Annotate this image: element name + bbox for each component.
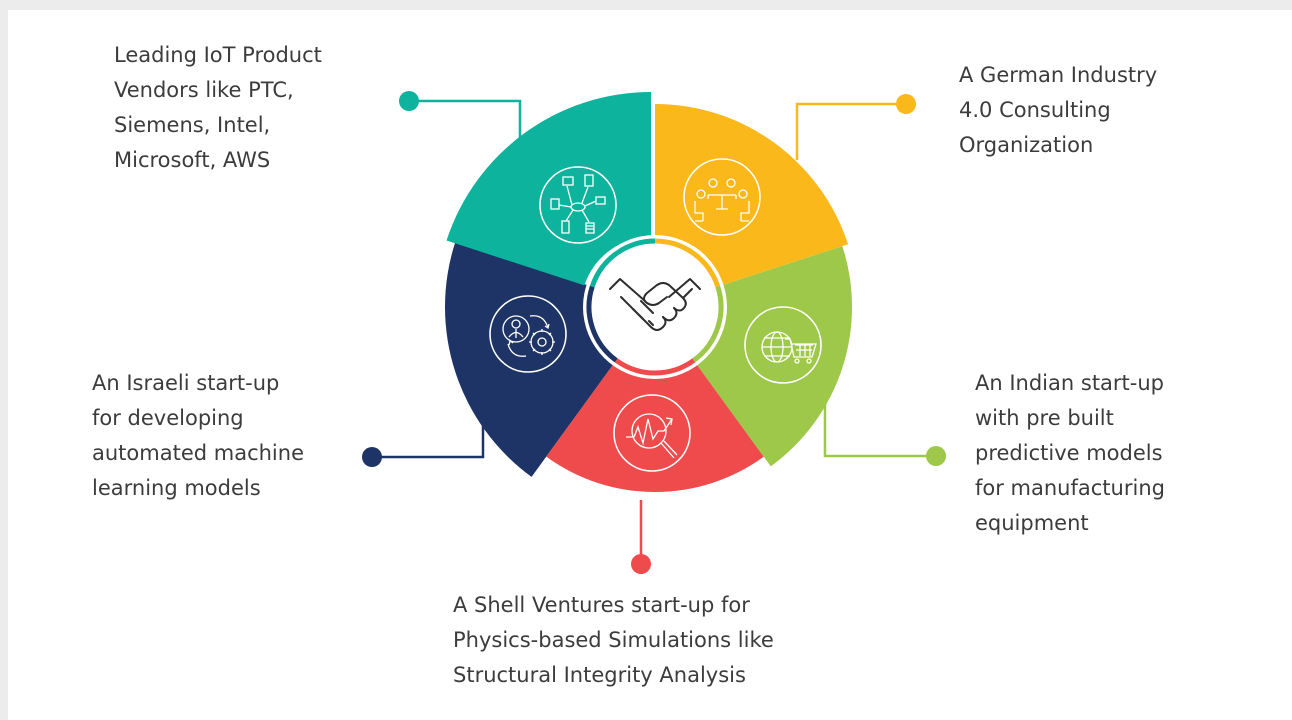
segment-israeli-startup [445,242,614,477]
label-indian-startup: An Indian start-up with pre built predic… [975,371,1165,535]
pie-segments [445,92,852,493]
network-devices-icon [539,166,617,244]
meeting-icon [683,158,761,236]
center-badge [583,235,727,379]
globe-cart-icon [744,306,822,384]
person-gear-cycle-icon [489,295,567,373]
handshake-icon [609,278,701,331]
segment-german-consulting [655,104,849,286]
label-iot-vendors: Leading IoT Product Vendors like PTC, Si… [114,43,322,172]
center-ring-arc-shell-ventures [614,358,696,376]
center-ring [586,238,724,376]
label-israeli-startup: An Israeli start-up for developing autom… [92,371,304,500]
center-ring-arc-iot-vendors [589,238,656,288]
label-german-consulting: A German Industry 4.0 Consulting Organiz… [959,63,1158,157]
connector-shell-ventures [631,500,651,574]
center-ring-arc-israeli-startup [586,285,618,363]
segment-shell-ventures [546,363,764,493]
connector-german-consulting [795,94,916,160]
segment-icons [489,158,822,472]
center-ring-arc-indian-startup [692,285,724,363]
connector-israeli-startup [362,401,485,467]
analysis-icon [613,394,691,472]
center-ring-arc-german-consulting [654,238,721,288]
connectors [362,91,946,574]
label-shell-ventures: A Shell Ventures start-up for Physics-ba… [453,593,774,687]
connector-iot-vendors [399,91,522,158]
connector-indian-startup [823,400,946,466]
